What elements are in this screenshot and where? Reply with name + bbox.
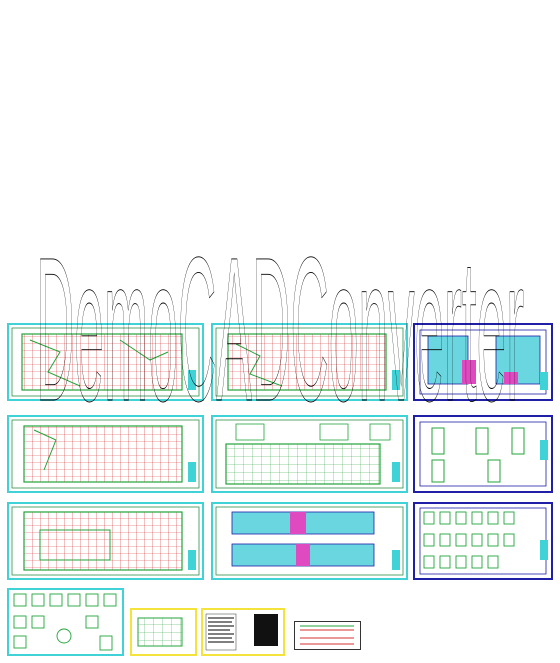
plan-linework-2 bbox=[215, 327, 404, 397]
elevation-linework-2 bbox=[215, 506, 404, 576]
plan-linework-4 bbox=[215, 419, 404, 489]
sheet-node-details bbox=[413, 502, 553, 580]
title-block-linework bbox=[300, 625, 354, 645]
section-details-linework bbox=[419, 421, 548, 487]
small-details-linework bbox=[13, 593, 117, 651]
small-plan-linework bbox=[137, 617, 183, 647]
sheet-details-small bbox=[7, 588, 124, 656]
plan-linework-1 bbox=[11, 327, 200, 397]
plan-linework-5 bbox=[11, 506, 200, 576]
elevation-linework-1 bbox=[419, 329, 548, 395]
plan-linework-3 bbox=[11, 419, 200, 489]
notes-linework bbox=[205, 613, 278, 651]
node-details-linework bbox=[419, 507, 548, 575]
